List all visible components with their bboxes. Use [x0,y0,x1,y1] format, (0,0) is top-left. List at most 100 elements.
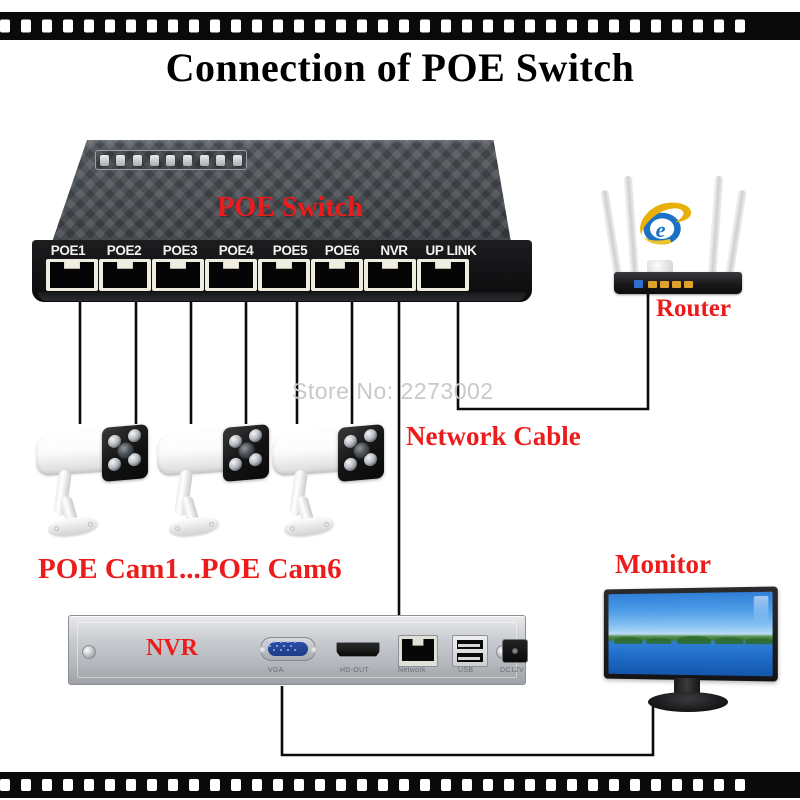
router-lan-port[interactable] [672,281,681,288]
camera-front-face [223,423,269,483]
vga-pin [287,649,289,651]
internet-explorer-icon: e [640,202,692,245]
nvr-rear-panel [68,615,526,685]
switch-port-poe4[interactable] [205,259,257,291]
switch-port-nvr[interactable] [364,259,416,291]
vga-pin [283,645,285,647]
switch-led-indicator [216,154,226,166]
nvr-network-port[interactable] [398,635,438,667]
ir-led-icon [364,428,377,443]
switch-port-poe1[interactable] [46,259,98,291]
switch-top-shell: POE Switch [50,140,512,248]
monitor-neck [674,678,700,696]
router-device[interactable]: e [592,168,772,298]
film-perforation [546,19,556,33]
nvr-hdmi-port[interactable] [336,642,380,657]
router-lan-ports [648,281,693,288]
film-perforation [273,779,283,791]
film-perforation [189,779,199,791]
vga-pin [273,649,275,651]
film-perforation [525,779,535,791]
vga-screw [310,646,317,653]
rj45-hole [156,262,200,288]
switch-led-indicator [233,154,243,166]
film-perforation [525,19,535,33]
vga-pin [276,645,278,647]
switch-port-label-poe5: POE5 [272,242,308,258]
nvr-port-label-usb: USB [458,667,474,674]
film-perforations-bottom [0,779,800,791]
monitor-bezel [603,586,778,682]
switch-port-poe6[interactable] [311,259,363,291]
vga-pin [266,649,268,651]
nvr-vga-port[interactable] [259,637,317,661]
film-perforation [357,779,367,791]
switch-port-poe2[interactable] [99,259,151,291]
rj45-hole [209,262,253,288]
vga-pin [266,641,268,643]
film-perforation [84,19,94,33]
film-perforation [42,19,52,33]
film-perforation [21,779,31,791]
film-perforation [0,19,10,33]
usb-slot [457,653,483,662]
camera-3[interactable] [266,418,386,553]
rj45-hole [315,262,359,288]
vga-pin [294,641,296,643]
film-perforation [588,19,598,33]
router-lan-port[interactable] [684,281,693,288]
film-perforation [0,779,10,791]
vga-screw [259,646,266,653]
film-perforation [126,19,136,33]
switch-port-label-nvr: NVR [380,242,408,258]
film-perforation [105,779,115,791]
film-perforation [84,779,94,791]
camera-2[interactable] [151,418,271,553]
camera-front-face [338,423,384,483]
camera-mount-screw [175,526,180,531]
store-watermark: Store No: 2273002 [292,378,494,404]
nvr-usb-port[interactable] [452,635,488,667]
vga-pin [280,641,282,643]
camera-mount-screw [54,526,59,531]
switch-port-up-link[interactable] [417,259,469,291]
film-perforation [273,19,283,33]
monitor-device[interactable] [600,586,788,713]
switch-port-label-poe6: POE6 [324,242,360,258]
film-perforation [483,779,493,791]
switch-port-poe3[interactable] [152,259,204,291]
film-perforation [189,19,199,33]
cable-vga-monitor [280,686,655,757]
page-title: Connection of POE Switch [165,45,635,90]
switch-port-label-up-link: UP LINK [425,242,477,258]
switch-led-indicator [133,154,143,166]
vga-pin [269,645,271,647]
camera-front-face [102,423,148,483]
film-perforation [483,19,493,33]
switch-led-panel [95,150,247,170]
film-perforation [252,779,262,791]
film-perforation [441,779,451,791]
film-perforation [462,19,472,33]
film-perforation [588,779,598,791]
router-lan-port[interactable] [660,281,669,288]
switch-port-row[interactable] [46,259,518,293]
film-perforation [105,19,115,33]
switch-port-poe5[interactable] [258,259,310,291]
router-lan-port[interactable] [648,281,657,288]
camera-body [36,429,112,477]
camera-body [272,429,348,477]
nvr-device[interactable]: NVR VGA HD-OUT Network USB DC12V [68,615,528,695]
vga-pin [290,645,292,647]
power-pin [512,648,518,654]
monitor-screen [608,591,773,677]
ir-led-icon [344,457,357,472]
nvr-power-port[interactable] [502,639,528,663]
film-perforation [336,779,346,791]
vga-pin [273,641,275,643]
film-perforation [504,19,514,33]
camera-1[interactable] [30,418,150,553]
